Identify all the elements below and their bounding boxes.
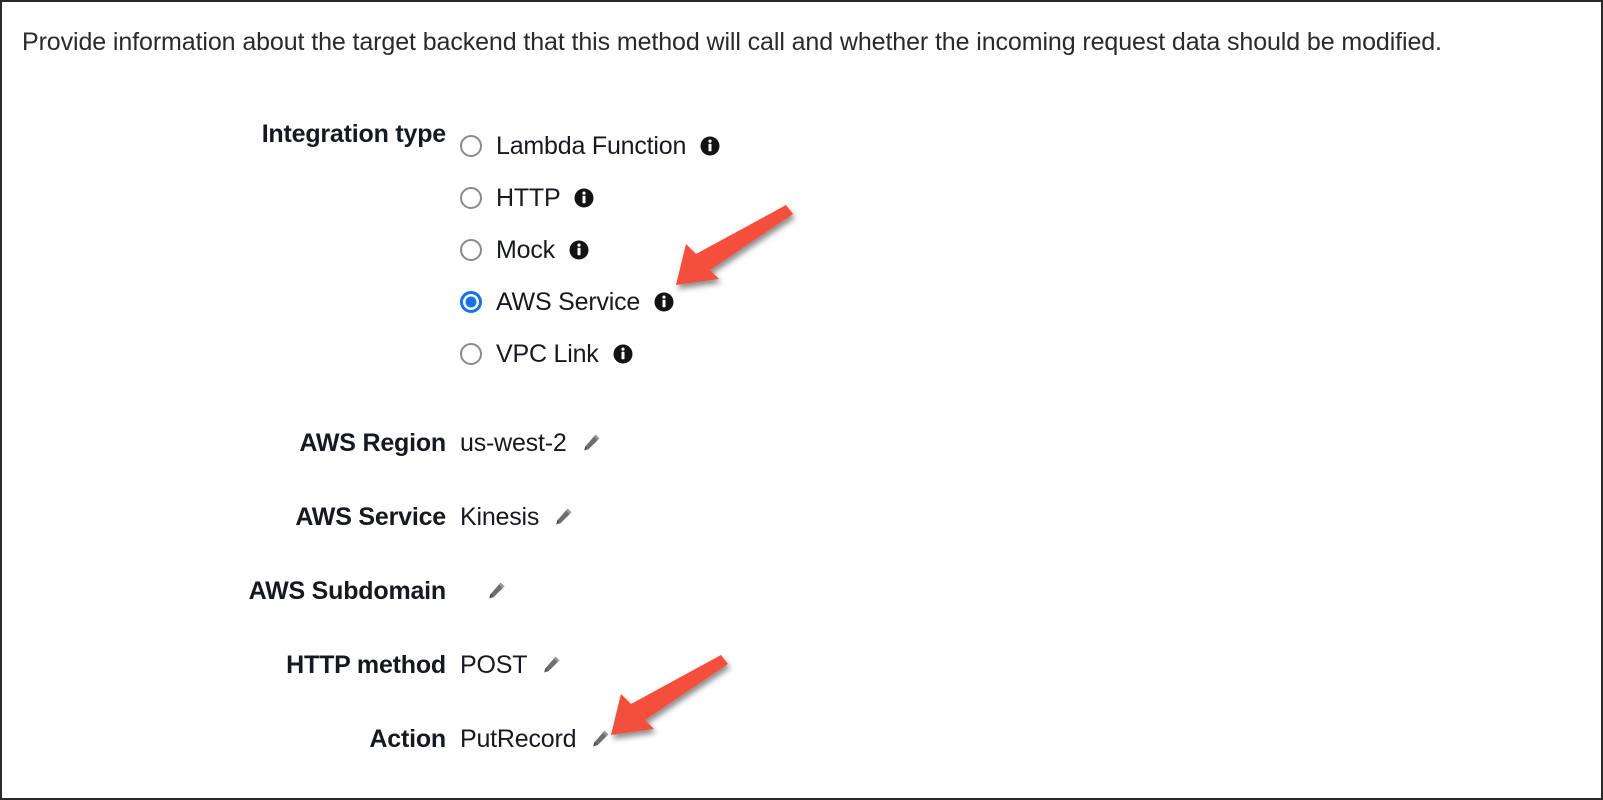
pencil-icon-action[interactable] [588,727,612,751]
aws-service-label: AWS Service [295,502,446,531]
radio-aws-service[interactable] [460,291,482,313]
aws-subdomain-value-cell [460,579,1601,603]
aws-region-label: AWS Region [299,428,446,457]
pencil-icon-http-method[interactable] [539,653,563,677]
pencil-icon-aws-region[interactable] [579,431,603,455]
http-method-label: HTTP method [286,650,446,679]
http-method-value-cell: POST [460,651,1601,680]
radio-label-mock: Mock [496,235,555,264]
aws-service-row: AWS Service Kinesis [2,480,1601,554]
action-value-cell: PutRecord [460,725,1601,754]
aws-service-value: Kinesis [460,502,540,531]
radio-mock[interactable] [460,239,482,261]
info-icon-aws-service[interactable] [654,292,674,312]
pencil-icon-aws-service[interactable] [551,505,575,529]
aws-subdomain-row: AWS Subdomain [2,554,1601,628]
integration-type-row: Integration type Lambda Function [2,120,1601,380]
panel-description: Provide information about the target bac… [22,28,1442,56]
integration-type-value: Lambda Function HTTP [460,120,1601,380]
radio-vpc-link[interactable] [460,343,482,365]
info-icon-http[interactable] [574,188,594,208]
aws-service-value-cell: Kinesis [460,503,1601,532]
radio-label-aws-service: AWS Service [496,287,641,316]
radio-option-http[interactable]: HTTP [460,172,720,224]
info-icon-mock[interactable] [569,240,589,260]
info-icon-vpc-link[interactable] [613,344,633,364]
radio-option-lambda-function[interactable]: Lambda Function [460,120,720,172]
radio-http[interactable] [460,187,482,209]
aws-subdomain-label: AWS Subdomain [248,576,447,605]
http-method-value: POST [460,650,528,679]
integration-type-radio-group[interactable]: Lambda Function HTTP [460,120,720,380]
radio-label-vpc-link: VPC Link [496,339,599,368]
radio-label-lambda-function: Lambda Function [496,131,687,160]
radio-lambda-function[interactable] [460,135,482,157]
radio-label-http: HTTP [496,183,561,212]
action-value: PutRecord [460,724,577,753]
info-icon-lambda-function[interactable] [700,136,720,156]
action-label: Action [369,724,446,753]
integration-type-label: Integration type [261,120,447,148]
pencil-icon-aws-subdomain[interactable] [484,579,508,603]
integration-form: Integration type Lambda Function [2,120,1601,776]
aws-region-value-cell: us-west-2 [460,429,1601,458]
radio-option-aws-service[interactable]: AWS Service [460,276,720,328]
radio-option-mock[interactable]: Mock [460,224,720,276]
action-row: Action PutRecord [2,702,1601,776]
aws-region-row: AWS Region us-west-2 [2,406,1601,480]
radio-option-vpc-link[interactable]: VPC Link [460,328,720,380]
aws-region-value: us-west-2 [460,428,567,457]
http-method-row: HTTP method POST [2,628,1601,702]
